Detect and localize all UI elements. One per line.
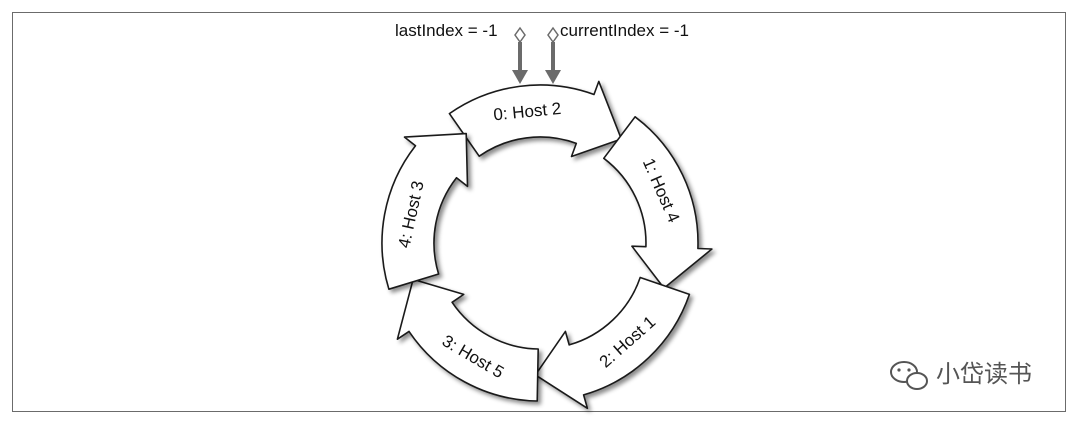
- diagram-frame: [12, 12, 1066, 412]
- current-index-label: currentIndex = -1: [560, 21, 689, 40]
- ring-segment-arrow: [396, 278, 539, 402]
- current-index-pointer-icon: [545, 26, 561, 84]
- ring-segment-arrow: [381, 132, 469, 290]
- ring-segment-arrow: [448, 80, 623, 158]
- wechat-icon: [890, 361, 928, 390]
- last-index-label: lastIndex = -1: [395, 21, 498, 40]
- last-index-pointer-icon: [512, 26, 528, 84]
- ring-segment-arrow: [534, 276, 691, 410]
- watermark-text: 小岱读书: [936, 360, 1032, 388]
- host-ring: 0: Host 21: Host 42: Host 13: Host 54: H…: [381, 80, 713, 410]
- ring-segment-arrow: [603, 116, 713, 289]
- watermark: 小岱读书: [890, 360, 1032, 390]
